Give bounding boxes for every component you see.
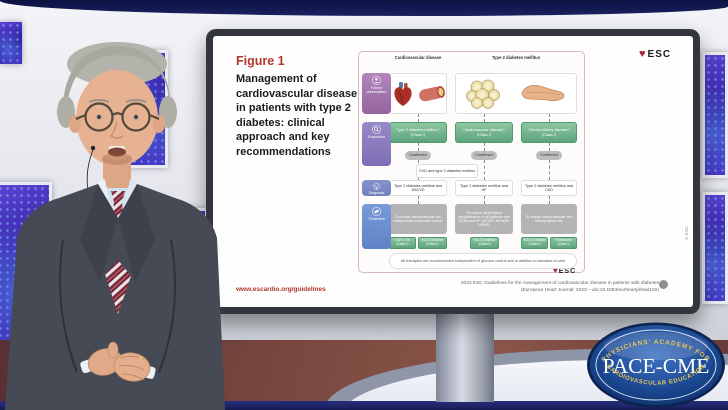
treatment-goal-kidney: To reduce cardiovascular and kidney fail… — [521, 204, 577, 234]
cvd-illustration-box — [389, 73, 447, 114]
class-label: (Class I) — [541, 132, 557, 137]
presenter — [5, 42, 225, 410]
esc-badge-text: ESC — [558, 267, 577, 275]
figure-label: Figure 1 — [236, 54, 285, 68]
evaluation-question: Chronic kidney disease? — [528, 128, 570, 133]
connector — [484, 160, 485, 180]
column-header-cardiovascular-disease: Cardiovascular disease — [394, 55, 442, 60]
stethoscope-icon — [373, 183, 380, 190]
class-label: (Class I) — [426, 242, 439, 246]
esc-copyright-vertical: ©ESC — [684, 226, 689, 241]
connector — [418, 196, 419, 204]
class-label: (Class I) — [478, 242, 491, 246]
heart-icon: ♥ — [639, 48, 646, 60]
artery-illustration — [419, 85, 445, 101]
t2dm-illustration-box — [455, 73, 577, 114]
stage-treatment: Treatment — [362, 204, 391, 249]
slide-title: Management of cardiovascular disease in … — [236, 73, 358, 158]
class-label: (Class I) — [528, 242, 541, 246]
evaluation-box-ckd: Chronic kidney disease? (Class I) — [521, 122, 577, 143]
figure1-flowchart: Cardiovascular disease Type 2 diabetes m… — [358, 51, 585, 273]
slide: Figure 1 Management of cardiovascular di… — [213, 36, 693, 307]
person-icon — [372, 76, 381, 85]
stage-patient-presentation: Patient presentation — [362, 73, 391, 114]
stage-label: Diagnosis — [368, 191, 385, 195]
connector — [484, 143, 485, 151]
confirmed-pill: Confirmed — [536, 151, 562, 160]
drug-name: Finerenone — [555, 238, 572, 243]
presentation-screen: Figure 1 Management of cardiovascular di… — [206, 29, 700, 314]
presenter-face — [76, 70, 158, 166]
presenter-glasses — [75, 102, 160, 132]
presenter-tie — [111, 191, 125, 202]
pill-icon — [372, 207, 381, 216]
drug-sglt2-hf: SGLT2 inhibitor (Class I) — [470, 237, 499, 249]
drug-glp1ra: GLP-1 RA (Class I) — [389, 237, 416, 249]
studio-panel — [0, 22, 22, 64]
class-label: (Class I) — [557, 242, 570, 246]
esc-logo: ♥ ESC — [639, 48, 672, 61]
drug-name: SGLT2 inhibitor — [421, 238, 444, 243]
magnifier-icon — [372, 125, 381, 134]
flowchart-footnote: All therapies are recommended independen… — [389, 253, 577, 269]
pace-cme-logo: PHYSICIANS' ACADEMY FOR PACE-CME CARDIOV… — [587, 322, 725, 408]
pace-name-text: PACE-CME — [603, 354, 710, 378]
stage-label: Treatment — [368, 217, 385, 221]
microphone-icon — [90, 145, 96, 151]
esc-badge: ♥ ESC — [553, 267, 576, 275]
stage-diagnosis: Diagnosis — [362, 180, 391, 196]
treatment-goal-cv-risk: To reduce cardiovascular risk independen… — [389, 204, 447, 234]
pancreas-illustration — [521, 84, 565, 101]
stage-evaluation: Evaluation — [362, 122, 391, 166]
stage-label: Evaluation — [368, 135, 385, 139]
class-label: (Class I) — [396, 242, 409, 246]
evaluation-box-t2dm: Type 2 diabetes mellitus? (Class I) — [389, 122, 447, 143]
connector — [484, 196, 485, 204]
studio-panel — [702, 52, 728, 178]
diagnosis-box-hf: Type 2 diabetes mellitus and HF — [455, 180, 513, 196]
evaluation-box-cvd: Cardiovascular disease? (Class I) — [455, 122, 513, 143]
evaluation-question: Cardiovascular disease? — [463, 128, 505, 133]
drug-finerenone: Finerenone (Class I) — [550, 237, 577, 249]
citation-line-2: (European Heart Journal; 2023 – doi:10.1… — [520, 287, 659, 293]
stage-label: Patient presentation — [366, 86, 387, 95]
adipocytes-illustration — [466, 79, 500, 109]
evaluation-question: Type 2 diabetes mellitus? — [396, 128, 440, 133]
heart-icon: ♥ — [553, 266, 558, 275]
connector — [484, 114, 485, 122]
connector — [418, 114, 419, 122]
connector — [418, 143, 419, 151]
column-header-type2-diabetes: Type 2 diabetes mellitus — [491, 55, 541, 60]
citation: 2023 ESC Guidelines for the management o… — [461, 281, 659, 294]
class-label: (Class I) — [410, 132, 426, 137]
citation-line-1: 2023 ESC Guidelines for the management o… — [460, 281, 659, 286]
studio-panel — [702, 192, 728, 304]
merge-box-cvd-t2dm: CVD and type 2 diabetes mellitus — [416, 164, 478, 178]
connector — [549, 196, 550, 204]
drug-sglt2-ckd: SGLT2 inhibitor (Class I) — [521, 237, 548, 249]
pointer-dot — [659, 280, 668, 289]
connector — [549, 114, 550, 122]
presenter-hands — [80, 341, 156, 382]
confirmed-pill: Confirmed — [405, 151, 431, 160]
guidelines-url: www.escardio.org/guidelines — [236, 286, 326, 293]
drug-sglt2-ascvd: SGLT2 inhibitor (Class I) — [418, 237, 447, 249]
heart-illustration — [394, 81, 412, 106]
screen-stand — [436, 298, 494, 402]
treatment-goal-hf: To reduce heart failure hospitalisation … — [455, 204, 513, 234]
class-label: (Class I) — [476, 132, 492, 137]
esc-logo-text: ESC — [647, 49, 672, 60]
drug-name: SGLT2 inhibitor — [523, 238, 546, 243]
connector — [549, 143, 550, 151]
drug-name: GLP-1 RA — [395, 238, 410, 243]
connector — [549, 160, 550, 180]
studio-top-band — [0, 0, 728, 16]
studio-bottom-bar — [0, 401, 728, 410]
ring — [139, 356, 143, 360]
confirmed-pill: Confirmed — [471, 151, 497, 160]
presenter-mouth — [108, 147, 126, 157]
drug-name: SGLT2 inhibitor — [473, 238, 496, 243]
diagnosis-box-ckd: Type 2 diabetes mellitus and CKD — [521, 180, 577, 196]
diagnosis-box-ascvd: Type 2 diabetes mellitus and ASCVD — [389, 180, 447, 196]
